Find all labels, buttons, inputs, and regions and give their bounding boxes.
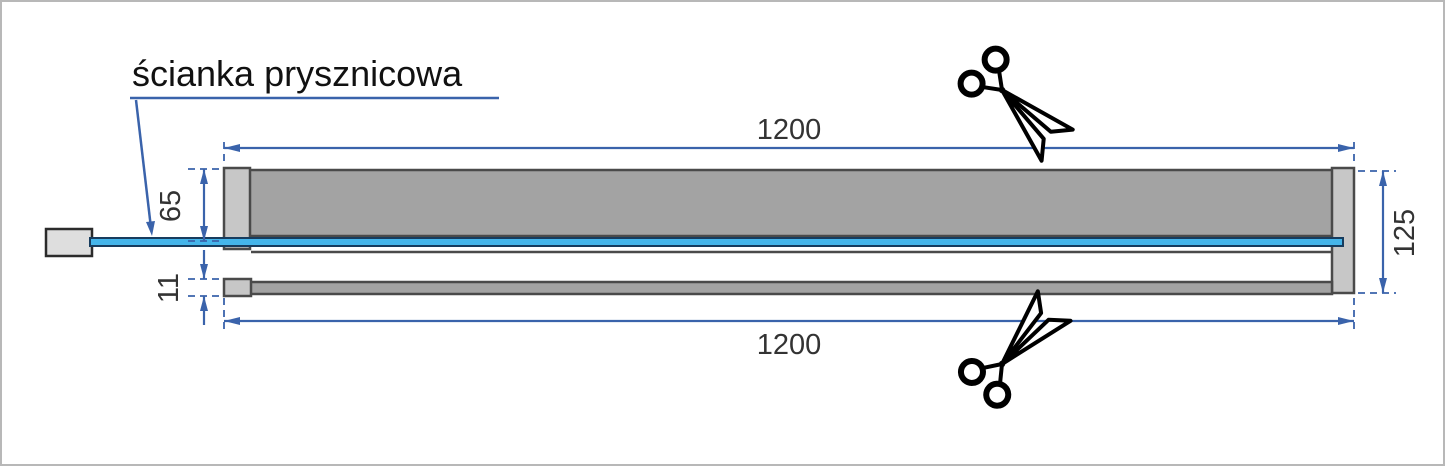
- scissors-handle-ring: [957, 357, 986, 386]
- dim-125-value: 125: [1389, 209, 1421, 257]
- scissors-icon-top: [957, 45, 1075, 163]
- scissors-handle-ring: [983, 380, 1012, 409]
- upper-profile-left-cap: [222, 166, 252, 251]
- glass-panel-line: [89, 237, 1344, 247]
- dim-bottom-arrow-right: [1338, 317, 1354, 325]
- scissors-handle-ring: [981, 45, 1010, 74]
- lower-rail-left-cap: [222, 277, 253, 298]
- dim-11-value: 11: [153, 273, 185, 303]
- dim-65-arrow-top: [200, 169, 208, 184]
- scissors-icon-bottom: [957, 289, 1073, 409]
- dim-125-arrow-top: [1379, 171, 1387, 186]
- scissors-pivot: [998, 86, 1006, 94]
- dim-65-arrow-bottom: [200, 226, 208, 241]
- scissors-pivot: [998, 360, 1006, 368]
- right-end-cap: [1330, 166, 1356, 295]
- shelf-profile: [44, 166, 1356, 298]
- scissors-blade: [1000, 88, 1075, 134]
- dim-bottom-arrow-left: [224, 317, 240, 325]
- dimension-bottom-length: 1200: [223, 298, 1355, 361]
- upper-profile-body: [246, 168, 1336, 238]
- dim-125-arrow-bottom: [1379, 278, 1387, 293]
- dimension-top-length: 1200: [223, 114, 1355, 164]
- scissors-handle-ring: [957, 69, 986, 98]
- dim-65-value: 65: [155, 190, 187, 222]
- lower-rail: [248, 280, 1334, 296]
- callout-leader-line: [134, 99, 153, 229]
- scissors-blade: [1000, 289, 1044, 366]
- dim-11-arrow-bottom: [200, 296, 208, 311]
- dimension-profile-height: 65: [155, 168, 220, 242]
- callout-label: ścianka prysznicowa: [132, 53, 463, 94]
- scissors-blade: [1000, 88, 1046, 163]
- callout: ścianka prysznicowa: [130, 53, 499, 236]
- dim-11-arrow-top: [200, 264, 208, 279]
- dim-bottom-value: 1200: [757, 329, 822, 361]
- dim-top-arrow-left: [224, 144, 240, 152]
- dimension-rail-thickness: 11: [153, 250, 220, 325]
- callout-leader-arrow: [146, 221, 155, 236]
- dim-top-arrow-right: [1338, 144, 1354, 152]
- dimension-total-height: 125: [1358, 170, 1421, 294]
- scissors-blade: [1000, 317, 1073, 366]
- dim-top-value: 1200: [757, 114, 822, 146]
- wall-bracket: [44, 227, 94, 258]
